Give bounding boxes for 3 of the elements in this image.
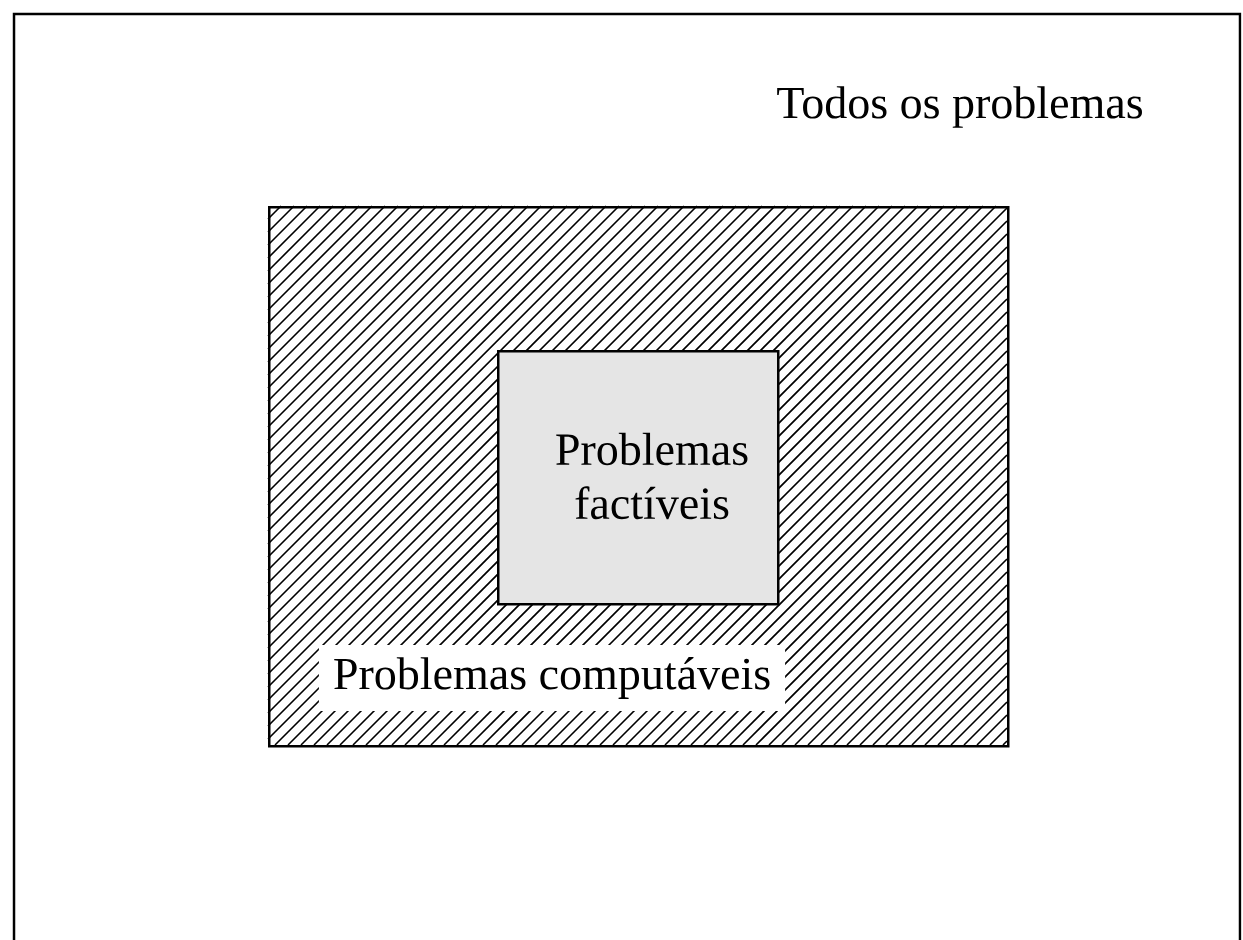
region-label: Todos os problemas	[777, 86, 1142, 128]
filled-box: Problemas factíveis	[497, 350, 780, 606]
region-label: Problemas computáveis	[318, 645, 786, 711]
